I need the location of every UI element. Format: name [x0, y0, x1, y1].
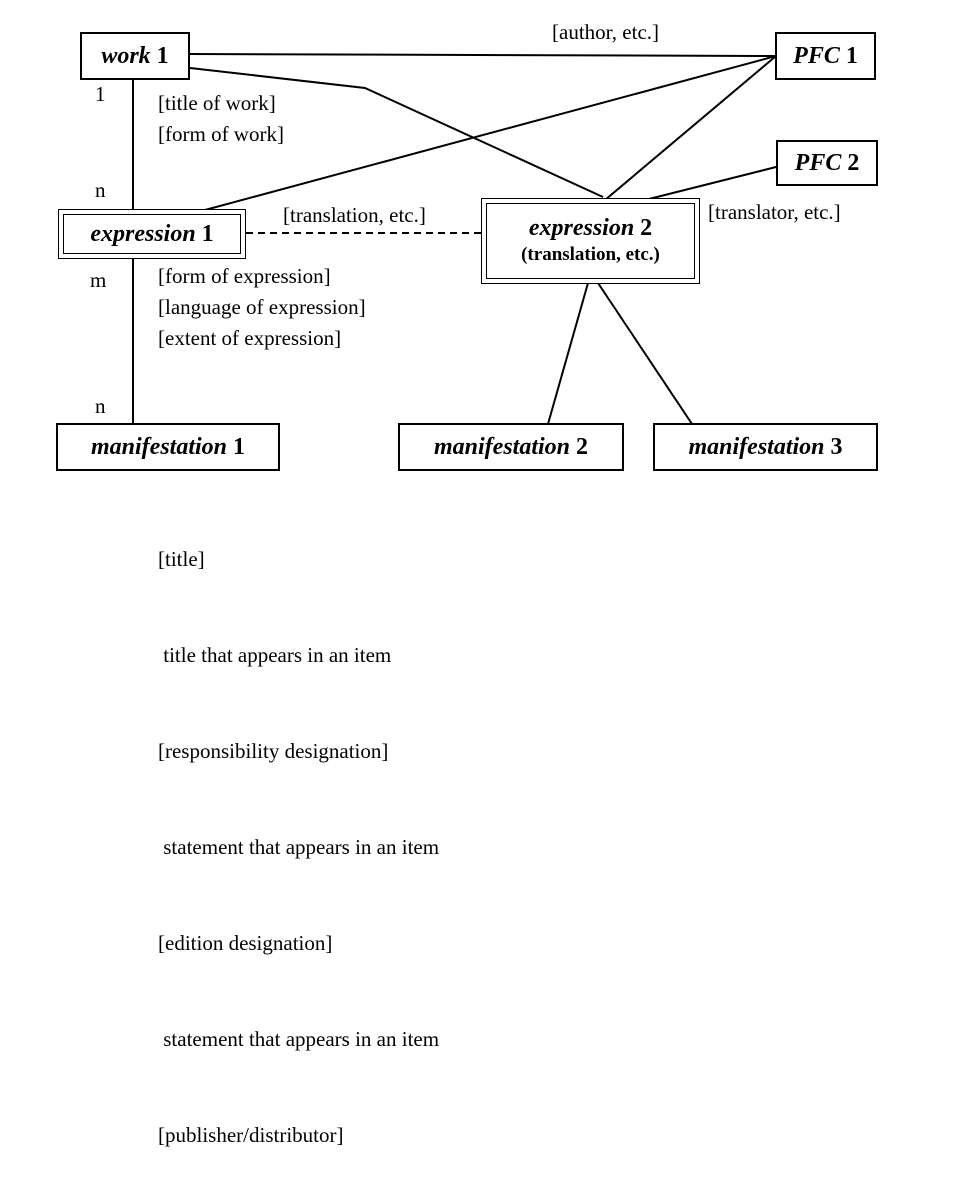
manifestation-attr-item: statement that appears in an item	[158, 835, 440, 859]
expression1-name: expression	[90, 221, 196, 247]
author-label: [author, etc.]	[552, 20, 660, 44]
pfc2-node[interactable]: PFC 2	[776, 140, 878, 186]
expression-attr-item: [extent of expression]	[158, 326, 342, 350]
work-attr-item: [title of work]	[158, 91, 276, 115]
edge-expression2-manifestation3	[597, 282, 693, 425]
manifestation2-node[interactable]: manifestation 2	[398, 423, 624, 471]
manifestation3-name: manifestation	[688, 434, 825, 460]
pfc1-name: PFC	[793, 43, 840, 69]
cardinality-expression-lower: m	[90, 268, 107, 292]
expression1-node[interactable]: expression 1	[58, 209, 246, 259]
manifestation-attr-item: [publisher/distributor]	[158, 1123, 344, 1147]
work1-name: work	[101, 43, 151, 69]
expression-attr-item: [language of expression]	[158, 295, 366, 319]
manifestation3-num: 3	[830, 434, 843, 460]
manifestation2-name: manifestation	[433, 434, 571, 460]
manifestation-attr-item: [responsibility designation]	[158, 739, 389, 763]
pfc1-node[interactable]: PFC 1	[775, 32, 876, 80]
edge-pfc1-expression2	[604, 55, 777, 201]
expression2-num: 2	[640, 215, 653, 241]
pfc2-num: 2	[847, 150, 860, 176]
expression2-subtitle: (translation, etc.)	[521, 244, 660, 265]
edge-expression2-manifestation2	[547, 282, 589, 425]
manifestation-attr-item: [title]	[158, 547, 205, 571]
manifestation2-num: 2	[576, 434, 589, 460]
work1-node[interactable]: work 1	[80, 32, 190, 80]
manifestation1-name: manifestation	[90, 434, 228, 460]
manifestation-attr-item: title that appears in an item	[158, 643, 392, 667]
expression-attributes: [form of expression] [language of expres…	[158, 261, 366, 354]
relationship-lines	[132, 53, 781, 425]
cardinality-work-side: 1	[95, 82, 106, 106]
expression-attr-item: [form of expression]	[158, 264, 331, 288]
work1-num: 1	[156, 43, 169, 69]
edge-pfc1-expression1	[204, 55, 777, 211]
cardinality-expression-upper: n	[95, 178, 106, 202]
cardinality-manifestation-side: n	[95, 394, 106, 418]
work-attr-item: [form of work]	[158, 122, 284, 146]
translation-label: [translation, etc.]	[283, 203, 426, 227]
edge-pfc2-expression2	[644, 165, 781, 201]
manifestation1-num: 1	[233, 434, 246, 460]
pfc1-num: 1	[845, 43, 858, 69]
work-attributes: [title of work] [form of work]	[158, 88, 284, 150]
manifestation-attr-item: [edition designation]	[158, 931, 333, 955]
expression1-num: 1	[201, 221, 214, 247]
expression2-node[interactable]: expression 2 (translation, etc.)	[481, 198, 700, 284]
edge-work1-pfc1	[189, 53, 777, 57]
expression2-name: expression	[528, 215, 635, 241]
manifestation1-node[interactable]: manifestation 1	[56, 423, 280, 471]
edge-work1-expression2	[189, 67, 604, 198]
manifestation-attr-item: statement that appears in an item	[158, 1027, 440, 1051]
translator-label: [translator, etc.]	[708, 200, 841, 224]
pfc2-name: PFC	[794, 150, 842, 176]
manifestation-attributes: [title] title that appears in an item [r…	[158, 479, 439, 1183]
manifestation3-node[interactable]: manifestation 3	[653, 423, 878, 471]
